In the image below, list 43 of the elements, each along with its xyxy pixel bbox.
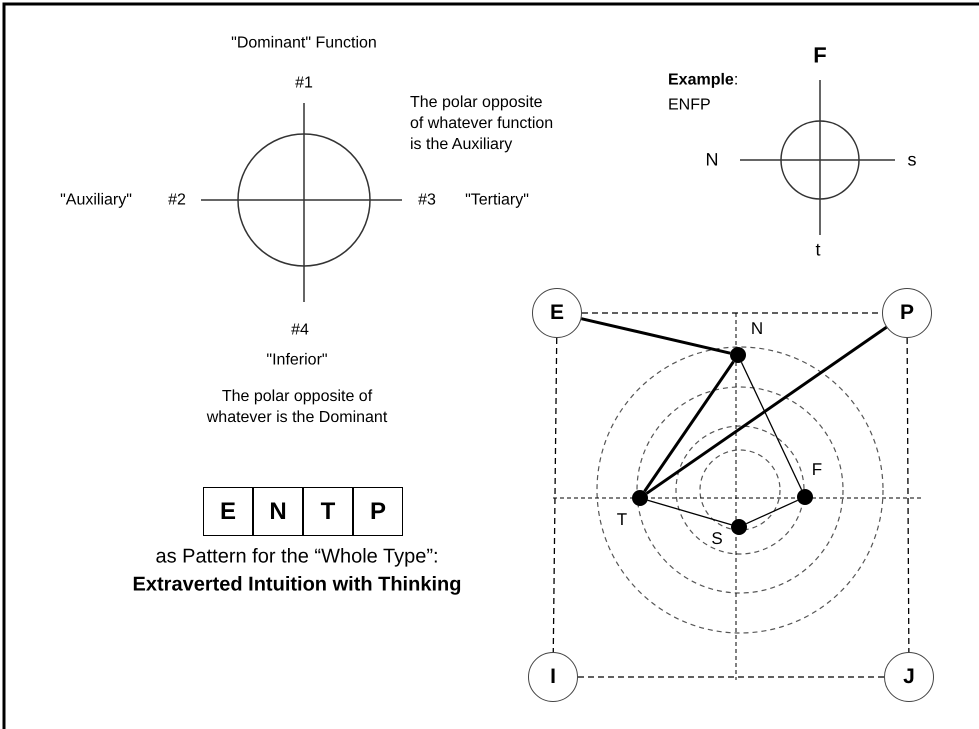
connector-line: [581, 317, 731, 355]
role-label: "Auxiliary": [60, 190, 132, 210]
axis-label: t: [816, 240, 820, 260]
letter-box: T: [303, 487, 353, 536]
point-dot: [730, 347, 746, 363]
heading-text: "Dominant" Function: [231, 34, 377, 54]
letter-box: P: [353, 487, 403, 536]
point-dot: [731, 519, 747, 535]
point-dot: [797, 489, 813, 505]
letter-circle: J: [884, 652, 934, 702]
example-label: Example:: [668, 70, 738, 90]
role-label: "Inferior": [266, 350, 328, 370]
point-label: N: [750, 319, 764, 339]
point-dot: [632, 490, 648, 506]
connector-line: [578, 676, 884, 678]
connector-line: [648, 500, 732, 526]
rank-number: #2: [168, 190, 186, 210]
caption-text: Extraverted Intuition with Thinking: [132, 574, 462, 596]
note-text: The polar opposite of whatever is the Dominant: [206, 387, 388, 428]
letter-circle: P: [882, 288, 932, 338]
axis-label: s: [908, 150, 916, 170]
connector-line: [646, 326, 888, 495]
letter-box: E: [203, 487, 253, 536]
note-text: The polar opposite of whatever function is the Auxiliary: [410, 93, 554, 155]
point-label: T: [616, 510, 628, 530]
axis-label: N: [706, 150, 718, 170]
rank-number: #1: [295, 74, 313, 94]
connector-line: [906, 338, 910, 652]
caption-text: as Pattern for the “Whole Type”:: [155, 546, 439, 568]
point-label: S: [711, 529, 723, 549]
connector-line: [740, 362, 802, 490]
connector-line: [552, 338, 558, 652]
letter-circle: E: [532, 288, 582, 338]
rank-number: #3: [418, 190, 436, 210]
letter-box: N: [253, 487, 303, 536]
axis-label: F: [813, 44, 827, 66]
type-code: ENFP: [668, 96, 711, 116]
letter-circle: I: [528, 652, 578, 702]
connector-line: [643, 360, 735, 492]
rank-number: #4: [291, 320, 309, 340]
role-label: "Tertiary": [465, 190, 529, 210]
point-label: F: [812, 460, 822, 480]
connector-line: [746, 500, 798, 524]
